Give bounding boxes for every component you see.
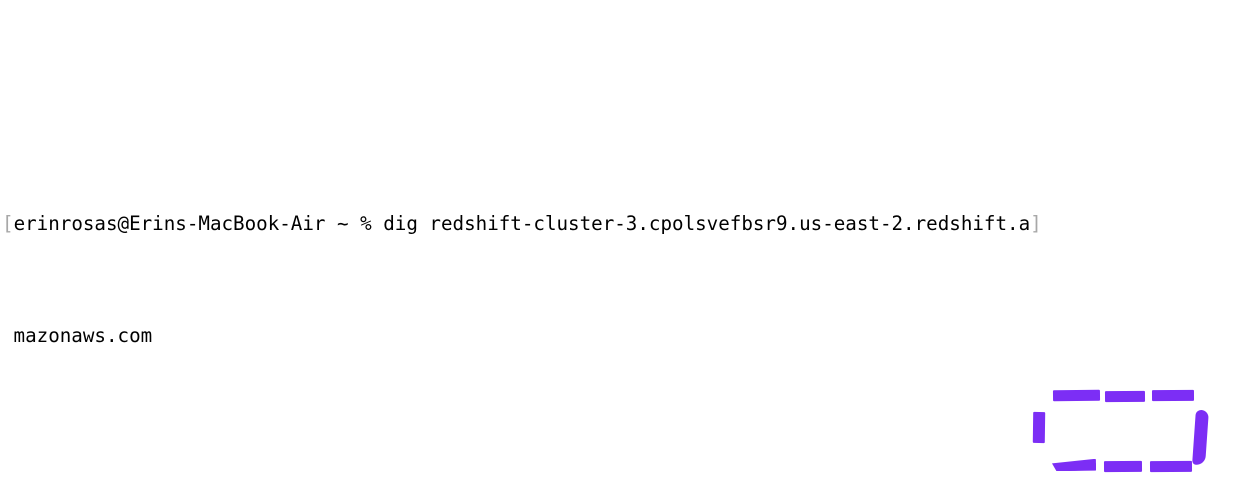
- line-wrap-marker: ]: [1030, 212, 1042, 235]
- terminal-line-clipped-previous: [2, 98, 1252, 126]
- prompt-command-text: erinrosas@Erins-MacBook-Air ~ % dig reds…: [13, 212, 1031, 235]
- terminal-line-prompt-command: [erinrosas@Erins-MacBook-Air ~ % dig red…: [2, 210, 1252, 238]
- terminal-line-blank-1: [2, 434, 1252, 462]
- prompt-open-bracket: [: [2, 212, 14, 235]
- terminal-line-command-wrap: mazonaws.com: [2, 324, 153, 347]
